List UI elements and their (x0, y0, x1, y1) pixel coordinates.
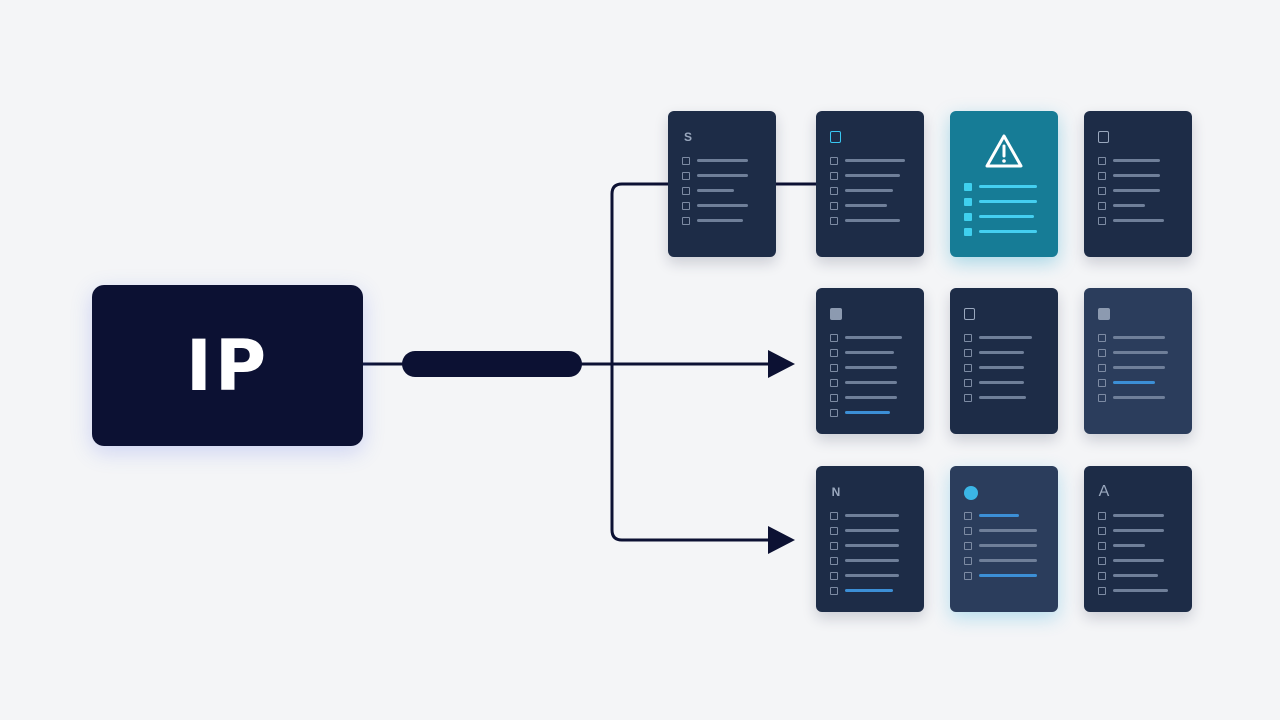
tool-icon (1098, 308, 1110, 320)
letter-n-icon: N (831, 485, 841, 499)
card-r1c4 (1084, 111, 1192, 257)
branch-trunk (610, 182, 790, 542)
card-r1c1: S (668, 111, 776, 257)
info-icon (964, 486, 978, 500)
letter-s-icon: S (683, 130, 692, 144)
card-r2c4 (1084, 288, 1192, 434)
ip-label: IP (185, 324, 270, 407)
document-icon (830, 131, 841, 143)
arrow-bottom (768, 526, 795, 554)
warning-icon (985, 134, 1023, 168)
card-r2c3 (950, 288, 1058, 434)
card-r3c4: A (1084, 466, 1192, 612)
card-r2c2 (816, 288, 924, 434)
image-icon (830, 308, 842, 320)
document-icon (1098, 131, 1109, 143)
card-r1c3 (950, 111, 1058, 257)
connector-bar (402, 351, 582, 377)
ip-node: IP (92, 285, 363, 446)
clipboard-icon (964, 308, 975, 320)
card-r3c2: N (816, 466, 924, 612)
card-r1c2 (816, 111, 924, 257)
card-r3c3 (950, 466, 1058, 612)
arrow-middle (768, 350, 795, 378)
letter-a-icon: A (1098, 483, 1110, 500)
